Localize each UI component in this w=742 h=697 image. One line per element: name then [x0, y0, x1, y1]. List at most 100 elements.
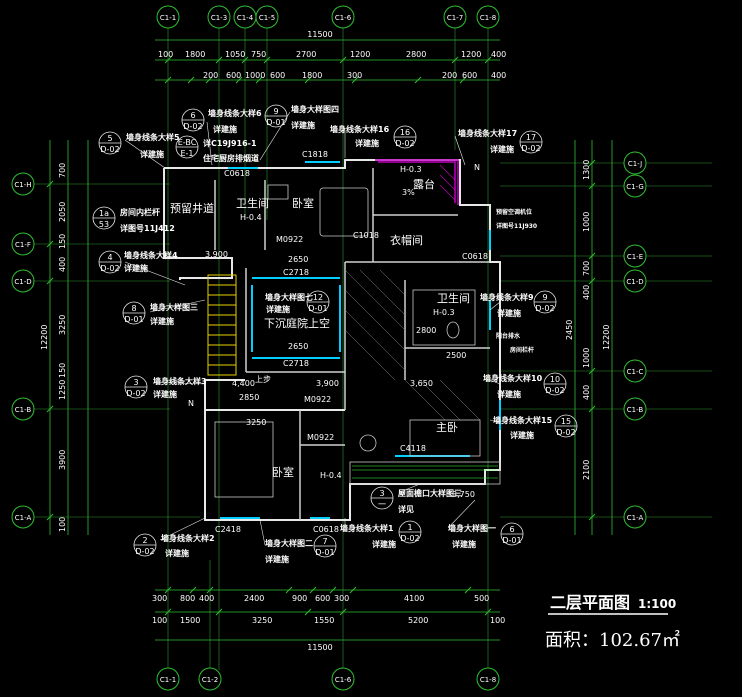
lbl-c5: C4118 [400, 444, 426, 453]
dim-right-2: 700 [582, 261, 591, 276]
room-bedroom-bottom: 卧室 [272, 465, 294, 479]
ref-3-sheet: D-02 [126, 389, 145, 398]
ref-7-sheet: D-01 [315, 548, 334, 557]
ann-5: 墙身线条大样5 [126, 132, 180, 142]
ann-9: 墙身大样图四 [291, 104, 339, 114]
dim-right: 1300 1000 700 400 2450 1000 400 2100 122… [565, 160, 611, 480]
windows [220, 161, 501, 519]
axis-top-0: C1-1 [160, 14, 176, 22]
ref-6d-sheet: D-01 [502, 536, 521, 545]
axis-bottom-2: C1-6 [335, 676, 352, 684]
ann-6d: 墙身大样图一 [448, 523, 496, 533]
axis-top-2: C1-4 [237, 14, 254, 22]
dim-bot1-0: 300 [152, 594, 167, 603]
dim-right-1: 1000 [582, 212, 591, 232]
ref-5-num: 5 [107, 134, 112, 143]
ann-1: 墙身线条大样1 [340, 523, 394, 533]
ref-2-sheet: D-02 [135, 547, 154, 556]
axis-bottom-0: C1-1 [160, 676, 176, 684]
ann-2: 墙身线条大样2 [161, 533, 215, 543]
room-bedroom-top: 卧室 [292, 196, 314, 210]
lbl-c9: C1018 [353, 231, 379, 240]
dim-bot2-1: 1500 [180, 616, 200, 625]
dim-top2-6: 200 [442, 71, 457, 80]
lbl-c4: C2718 [283, 359, 309, 368]
axis-top-1: C1-3 [211, 14, 227, 22]
ref-2-num: 2 [142, 536, 147, 545]
lbl-up: 上步 [255, 375, 271, 384]
lbl-d8: 2850 [239, 393, 259, 402]
dim-left-6: 1250 [58, 380, 67, 400]
dim-top1-0: 100 [158, 50, 173, 59]
dim-left-total: 12200 [40, 325, 49, 350]
dim-bot1-6: 300 [334, 594, 349, 603]
ref-3d-num: 3 [379, 489, 384, 498]
room-bath-left: 卫生间 [236, 196, 269, 210]
ann-10: 墙身线条大样10 [483, 373, 543, 383]
dim-top-row2: 200 600 1000 600 1800 300 200 600 400 [203, 71, 506, 80]
area-text: 面积：102.67㎡ [545, 629, 680, 651]
ref-17-num: 17 [526, 133, 536, 142]
axis-bubbles-top [156, 5, 500, 29]
ann-15: 墙身线条大样15 [493, 415, 553, 425]
dim-left-5: 150 [58, 363, 67, 378]
dim-bot2-5: 100 [490, 616, 505, 625]
fixtures [214, 184, 501, 498]
axis-grid [30, 28, 712, 670]
ref-9r-sheet: D-02 [535, 304, 554, 313]
lbl-n1: N [474, 163, 480, 172]
ref-9-num: 9 [273, 107, 278, 116]
ref-6-num: 6 [190, 111, 195, 120]
ann-17: 墙身线条大样17 [458, 128, 517, 138]
dim-right-total: 12200 [602, 325, 611, 350]
axis-bubbles-bottom [156, 667, 500, 691]
axis-bubbles-right [623, 151, 647, 529]
ann-3: 墙身线条大样3 [153, 376, 207, 386]
ref-4-sheet: D-02 [100, 264, 119, 273]
ref-8-sheet: D-01 [124, 315, 143, 324]
lbl-h-bath-left: H-0.4 [240, 213, 262, 222]
ann-6db: 详建施 [452, 539, 476, 549]
ann-rail: 房间内栏杆 [120, 207, 160, 217]
ann-8b: 详建施 [150, 316, 174, 326]
lbl-d9: 2500 [446, 351, 466, 360]
lbl-n2: N [188, 399, 194, 408]
dim-bot2-2: 3250 [252, 616, 272, 625]
ann-12b: 详建施 [266, 304, 290, 314]
lbl-d4: 4,400 [232, 379, 255, 388]
railing-pattern [352, 465, 498, 479]
axis-top-5: C1-7 [447, 14, 463, 22]
lbl-slope: 3% [402, 188, 415, 197]
ann-3db: 详见 [398, 504, 414, 514]
dim-top2-4: 1800 [302, 71, 322, 80]
lbl-d7: 3,750 [452, 490, 475, 499]
ref-9-sheet: D-01 [266, 118, 285, 127]
ann-12: 墙身大样图七 [265, 292, 313, 302]
lbl-c2: C0618 [224, 169, 250, 178]
axis-right-1: C1-G [626, 183, 644, 191]
ref-1-num: 1 [407, 523, 412, 532]
dim-bot2-3: 1550 [314, 616, 334, 625]
ann-15b: 详建施 [510, 430, 534, 440]
ref-10-sheet: D-02 [545, 386, 564, 395]
dim-top-total: 11500 [307, 30, 332, 39]
lbl-c3: C2718 [283, 268, 309, 277]
lbl-d6: 3,650 [410, 379, 433, 388]
dimension-ticks [46, 56, 596, 616]
ann-5b: 详建施 [140, 149, 164, 159]
dim-top1-1: 1800 [185, 50, 205, 59]
ann-2b: 详建施 [165, 548, 189, 558]
leader-lines [124, 111, 501, 546]
axis-bottom-1: C1-2 [202, 676, 218, 684]
ref-12-sheet: D-01 [308, 304, 327, 313]
dim-right-4: 2450 [565, 320, 574, 340]
lbl-c7: C0618 [313, 525, 339, 534]
annotations: 墙身线条大样5 详建施 墙身线条大样6 详建施 墙身大样图四 详建施 墙身线条大… [120, 104, 553, 564]
lbl-h-bottom: H-0.4 [320, 471, 342, 480]
ref-3-num: 3 [133, 378, 138, 387]
ann-4b: 详建施 [124, 263, 148, 273]
dim-top2-5: 300 [347, 71, 362, 80]
lbl-d2: 2650 [288, 255, 308, 264]
